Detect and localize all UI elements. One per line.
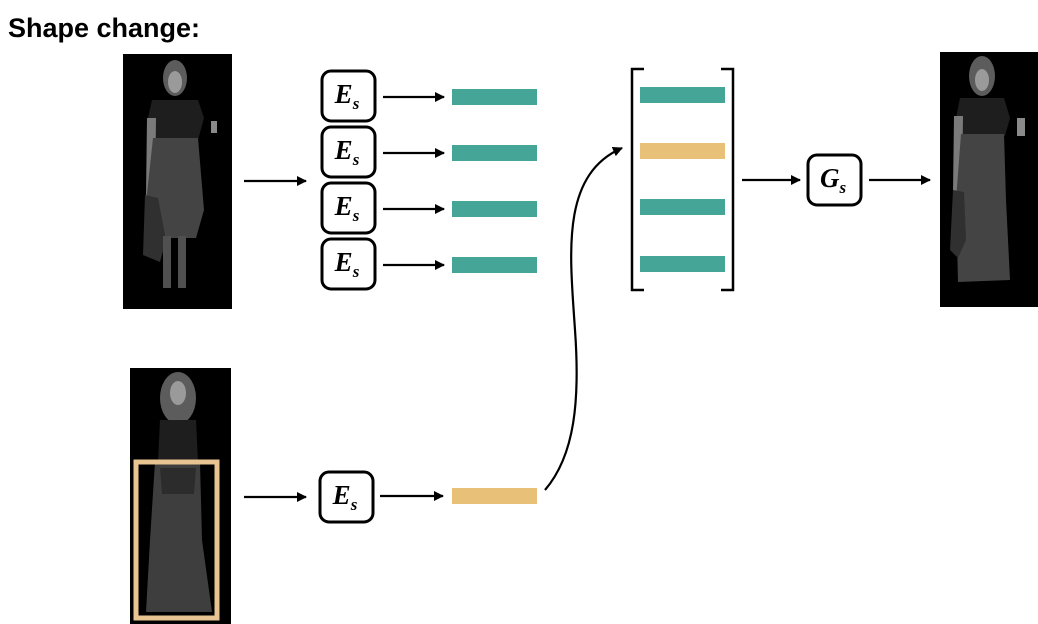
svg-text:Es: Es — [334, 135, 360, 169]
svg-text:Gs: Gs — [820, 163, 847, 197]
encoder-subscript: s — [352, 150, 360, 169]
figure-title: Shape change: — [8, 13, 200, 43]
svg-text:Es: Es — [332, 480, 358, 514]
encoder-subscript: s — [352, 94, 360, 113]
svg-text:Es: Es — [334, 79, 360, 113]
left-bracket — [630, 67, 644, 292]
arrow-swap-feature — [544, 146, 623, 491]
encoder-symbol: E — [334, 135, 353, 165]
encoder-box: Es — [320, 237, 377, 291]
target-segmentation-image — [130, 368, 231, 624]
encoder-box: Es — [320, 69, 377, 123]
feature-vector-source — [452, 257, 537, 273]
feature-vector-target — [452, 488, 537, 504]
encoder-subscript: s — [352, 206, 360, 225]
encoder-symbol: E — [334, 247, 353, 277]
highlight-box — [133, 459, 220, 621]
combined-feature-matrix — [630, 67, 735, 292]
encoder-symbol: E — [334, 79, 353, 109]
encoder-box: Es — [320, 181, 377, 235]
encoder-symbol: E — [332, 480, 351, 510]
feature-vector-source — [452, 89, 537, 105]
right-bracket — [721, 67, 735, 292]
output-segmentation-image — [940, 52, 1038, 307]
svg-text:Es: Es — [334, 247, 360, 281]
feature-vector-source — [452, 201, 537, 217]
generator-symbol: G — [820, 163, 840, 193]
encoder-box: Es — [320, 125, 377, 179]
generator-subscript: s — [838, 178, 846, 197]
svg-text:Es: Es — [334, 191, 360, 225]
generator-box: Gs — [806, 153, 863, 207]
feature-vector-source — [452, 145, 537, 161]
source-segmentation-image — [123, 54, 232, 309]
combined-feature-vector — [640, 87, 725, 103]
combined-feature-vector-swapped — [640, 143, 725, 159]
encoder-symbol: E — [334, 191, 353, 221]
encoder-subscript: s — [352, 262, 360, 281]
encoder-box-target: Es — [318, 470, 375, 524]
combined-feature-vector — [640, 199, 725, 215]
combined-feature-vector — [640, 256, 725, 272]
encoder-subscript: s — [350, 495, 358, 514]
